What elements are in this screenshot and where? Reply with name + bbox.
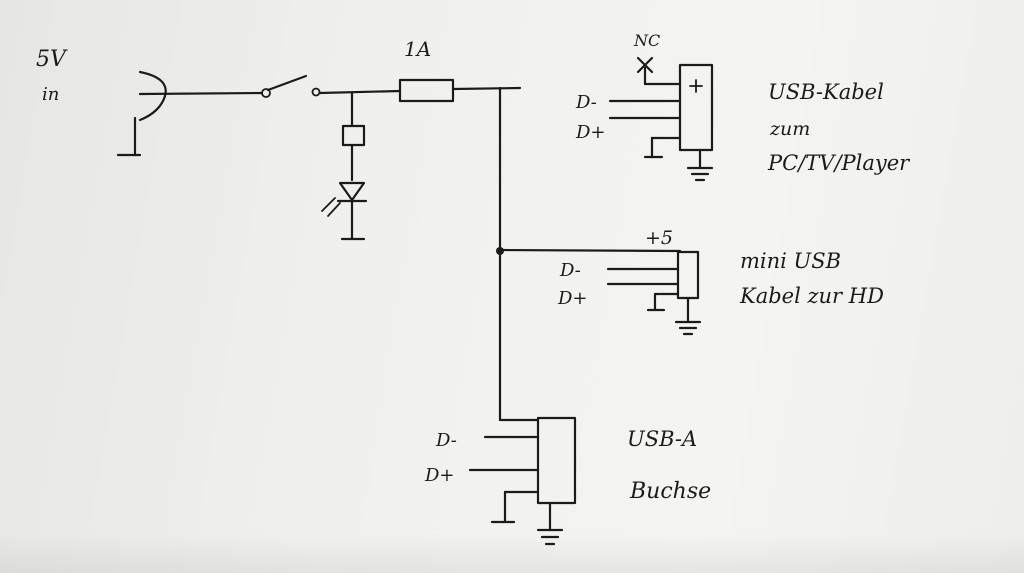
usb-cable-d-plus-label: D+ xyxy=(575,122,606,143)
switch-symbol xyxy=(261,74,321,98)
fuse-symbol xyxy=(398,78,455,103)
usb-a-socket xyxy=(468,416,577,546)
usb-cable-title-line3: PC/TV/Player xyxy=(767,151,911,175)
usb-cable-connector xyxy=(608,56,714,182)
mini-usb-title-line2: Kabel zur HD xyxy=(739,284,884,308)
mini-usb-title-line1: mini USB xyxy=(740,249,841,273)
input-jack-symbol xyxy=(116,70,167,157)
wire-fuse-rail xyxy=(451,86,522,91)
usb-cable-title-line2: zum xyxy=(769,118,810,140)
usb-cable-d-minus-label: D- xyxy=(575,92,597,113)
input-voltage-label: 5V xyxy=(36,47,68,72)
socket-title-line1: USB-A xyxy=(627,427,697,451)
mini-usb-connector xyxy=(606,250,702,336)
socket-title-line2: Buchse xyxy=(629,479,711,504)
fuse-rating-label: 1A xyxy=(404,37,431,61)
led-branch xyxy=(341,91,366,182)
usb-cable-title-line1: USB-Kabel xyxy=(768,80,884,104)
wire-input xyxy=(138,91,264,96)
paper-shadow xyxy=(0,533,1024,573)
mini-usb-plus5-label: +5 xyxy=(645,227,673,249)
led-icon xyxy=(321,181,368,241)
mini-usb-d-minus-label: D- xyxy=(559,260,581,281)
input-in-label: in xyxy=(42,84,59,105)
wire-switch-fuse xyxy=(318,89,402,95)
socket-d-minus-label: D- xyxy=(435,430,457,451)
wire-mini-usb xyxy=(498,248,682,253)
usb-cable-nc-label: NC xyxy=(633,31,660,50)
mini-usb-d-plus-label: D+ xyxy=(557,288,588,309)
socket-d-plus-label: D+ xyxy=(424,465,455,486)
